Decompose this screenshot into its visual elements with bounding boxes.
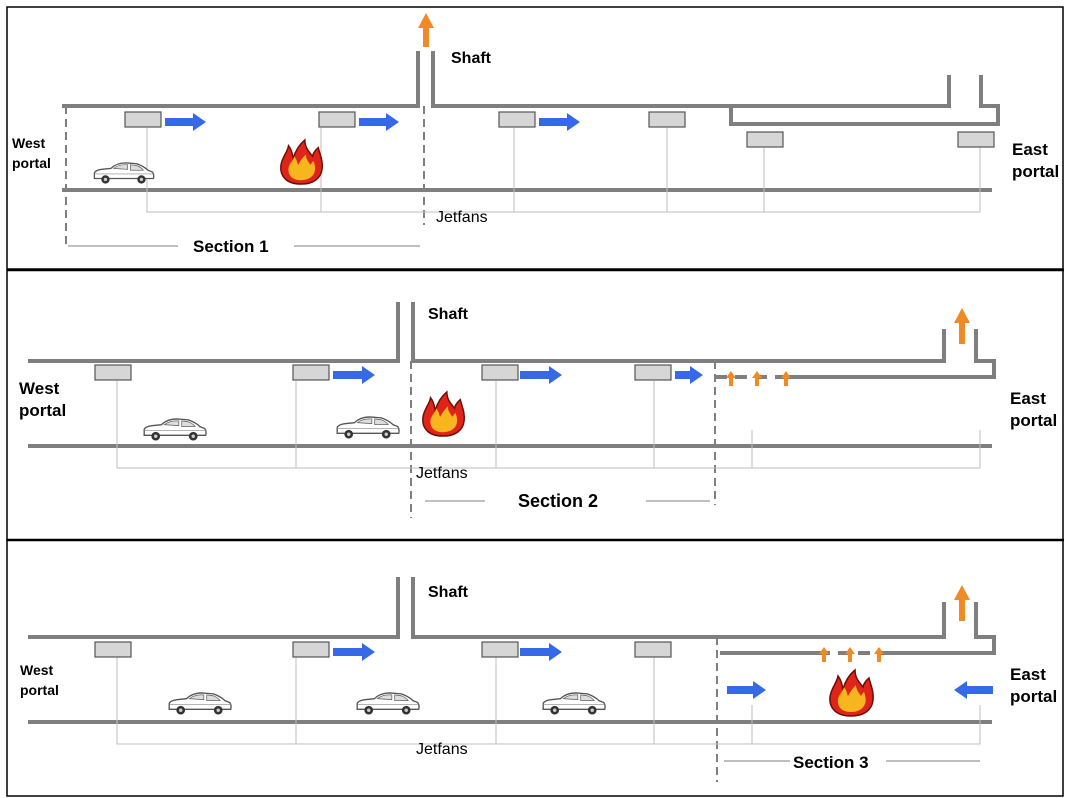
fire-icon: [280, 139, 324, 185]
section-label: Section 3: [793, 753, 869, 772]
smoke-arrow-icon: [819, 585, 970, 662]
shaft-label: Shaft: [451, 50, 492, 67]
section-label: Section 2: [518, 491, 598, 511]
west-portal-label: West portal: [19, 379, 66, 420]
fire-icon: [829, 669, 874, 717]
smoke-arrow-icon: [726, 308, 970, 386]
car-icon: [93, 162, 155, 185]
east-portal-label: East portal: [1012, 140, 1059, 181]
airflow-arrow-icon: [165, 113, 580, 131]
west-portal-label: West portal: [12, 135, 51, 171]
jetfan-icon: [94, 364, 672, 381]
airflow-arrow-icon: [333, 643, 993, 699]
tunnel-walls: [28, 302, 996, 448]
car-icon: [143, 418, 207, 442]
jetfan-guides: [116, 657, 981, 745]
east-portal-label: East portal: [1010, 665, 1057, 706]
car-icon: [356, 692, 420, 716]
panel-2: Shaft West portal East portal Jetfans Se…: [19, 302, 1057, 518]
shaft-label: Shaft: [428, 584, 469, 601]
panel-3: Shaft West portal East portal Jetfans Se…: [20, 577, 1057, 782]
section-label: Section 1: [193, 237, 269, 256]
east-portal-label: East portal: [1010, 389, 1057, 430]
airflow-arrow-icon: [333, 366, 703, 384]
jetfans-label: Jetfans: [416, 741, 468, 758]
jetfan-icon: [124, 111, 995, 148]
tunnel-walls: [62, 51, 1000, 192]
jetfans-label: Jetfans: [436, 209, 488, 226]
fire-icon: [422, 391, 466, 437]
panel-1: Shaft West portal East portal Jetfans Se…: [12, 13, 1059, 256]
jetfan-guides: [146, 128, 981, 213]
jetfan-icon: [94, 641, 672, 658]
shaft-label: Shaft: [428, 306, 469, 323]
panel-borders: [6, 6, 1064, 797]
car-icon: [542, 692, 606, 716]
jetfans-label: Jetfans: [416, 465, 468, 482]
dashed-lines: [410, 361, 788, 518]
dashed-lines: [65, 106, 425, 245]
car-icon: [168, 692, 232, 716]
smoke-arrow-icon: [418, 13, 434, 47]
west-portal-label: West portal: [20, 662, 59, 698]
car-icon: [336, 416, 400, 440]
jetfan-guides: [116, 381, 981, 469]
tunnel-walls: [28, 577, 996, 724]
